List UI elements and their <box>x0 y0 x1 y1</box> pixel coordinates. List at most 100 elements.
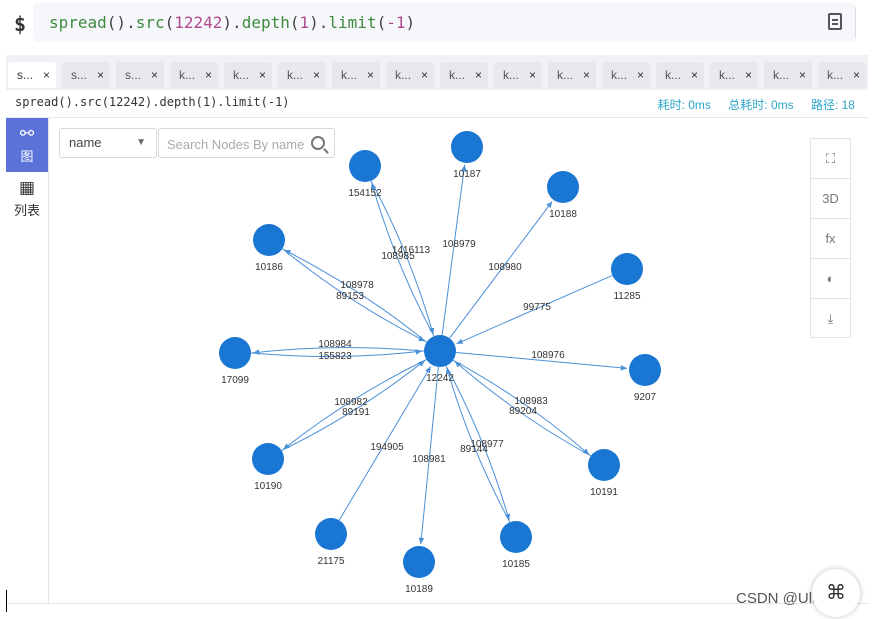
result-tab[interactable]: k... × <box>170 62 218 88</box>
close-icon[interactable]: × <box>204 68 212 82</box>
graph-node[interactable] <box>219 337 251 369</box>
node-search-input[interactable] <box>165 130 309 158</box>
node-label: 154152 <box>348 188 382 199</box>
total-time-stat: 总耗时: 0ms <box>728 98 794 112</box>
graph-edge[interactable] <box>282 248 426 342</box>
graph-edge[interactable] <box>281 360 426 451</box>
close-icon[interactable]: × <box>366 68 374 82</box>
graph-edge[interactable] <box>338 366 432 521</box>
close-icon[interactable]: × <box>150 68 158 82</box>
node-search-box[interactable] <box>158 128 335 158</box>
graph-node[interactable] <box>500 521 532 553</box>
graph-edge[interactable] <box>456 274 613 345</box>
query-token: ( <box>376 13 387 32</box>
node-label: 21175 <box>317 556 345 567</box>
graph-node[interactable] <box>588 449 620 481</box>
graph-node[interactable] <box>547 171 579 203</box>
graph-view-button[interactable]: ⚯ 图 <box>6 118 48 172</box>
graph-node[interactable] <box>403 546 435 578</box>
document-icon[interactable] <box>828 13 842 30</box>
floating-action-button[interactable]: ⌘ <box>812 569 860 617</box>
query-token: depth <box>241 13 290 32</box>
query-token: 1 <box>299 13 310 32</box>
tab-label: k... <box>773 68 790 82</box>
result-tab[interactable]: k...× <box>224 62 272 88</box>
graph-node[interactable] <box>424 335 456 367</box>
result-tab[interactable]: k...× <box>548 62 596 88</box>
close-icon[interactable]: × <box>258 68 266 82</box>
result-tab[interactable]: s...× <box>8 62 56 88</box>
graph-edge[interactable] <box>250 349 423 358</box>
graph-edge[interactable] <box>283 249 427 343</box>
result-tab[interactable]: k...× <box>386 62 434 88</box>
result-tab[interactable]: k...× <box>332 62 380 88</box>
graph-node[interactable] <box>253 224 285 256</box>
tab-label: k... <box>611 68 628 82</box>
graph-edge[interactable] <box>252 346 425 355</box>
3d-toggle-button[interactable]: 3D <box>811 179 850 219</box>
result-tab[interactable]: k...× <box>278 62 326 88</box>
graph-edge[interactable] <box>454 360 592 457</box>
graph-view-label: 图 <box>20 149 34 164</box>
search-field-select[interactable]: name ▼ <box>59 128 157 158</box>
tab-label: s... <box>125 68 142 82</box>
edge-label: 108977 <box>470 439 504 450</box>
close-icon[interactable]: × <box>42 68 50 82</box>
edge-label: 108979 <box>442 239 476 250</box>
graph-node[interactable] <box>451 131 483 163</box>
list-view-button[interactable]: ▦ 列表 <box>6 172 48 226</box>
result-tab[interactable]: k...× <box>656 62 704 88</box>
edge-label: 108980 <box>488 262 522 273</box>
graph-edge[interactable] <box>441 164 467 336</box>
download-button[interactable]: ⤓ <box>811 299 850 338</box>
fullscreen-button[interactable]: ⛶ <box>811 139 850 179</box>
edge-label: 1416113 <box>392 245 431 256</box>
close-icon[interactable]: × <box>852 68 860 82</box>
node-label: 12242 <box>426 373 454 384</box>
close-icon[interactable]: × <box>420 68 428 82</box>
search-icon[interactable] <box>311 136 325 150</box>
close-icon[interactable]: × <box>744 68 752 82</box>
edge-label: 89153 <box>336 291 364 302</box>
query-editor[interactable]: spread().src(12242).depth(1).limit(-1) <box>33 3 856 42</box>
close-icon[interactable]: × <box>582 68 590 82</box>
close-icon[interactable]: × <box>312 68 320 82</box>
graph-edge[interactable] <box>445 367 511 523</box>
node-label: 10190 <box>254 481 282 492</box>
graph-edge[interactable] <box>455 351 628 371</box>
result-tab[interactable]: k...× <box>818 62 866 88</box>
graph-node[interactable] <box>252 443 284 475</box>
graph-toolbar: ⛶ 3D fx ◐ ⤓ <box>810 138 851 338</box>
graph-edge[interactable] <box>449 201 553 339</box>
graph-edge[interactable] <box>370 180 435 335</box>
close-icon[interactable]: × <box>96 68 104 82</box>
graph-node[interactable] <box>315 518 347 550</box>
close-icon[interactable]: × <box>798 68 806 82</box>
graph-edge[interactable] <box>282 359 427 450</box>
close-icon[interactable]: × <box>636 68 644 82</box>
tab-label: k... <box>179 68 196 82</box>
graph-node[interactable] <box>349 150 381 182</box>
graph-edge[interactable] <box>445 365 511 521</box>
graph-node[interactable] <box>629 354 661 386</box>
result-tab[interactable]: s... × <box>116 62 164 88</box>
result-tab[interactable]: k... × <box>764 62 812 88</box>
result-tab[interactable]: s...× <box>62 62 110 88</box>
search-field-value: name <box>69 135 102 150</box>
graph-edge[interactable] <box>452 359 590 456</box>
graph-edge[interactable] <box>418 366 439 545</box>
formula-button[interactable]: fx <box>811 219 850 259</box>
query-text[interactable]: spread().src(12242).depth(1).limit(-1) <box>49 13 415 32</box>
result-tab[interactable]: k...× <box>710 62 758 88</box>
close-icon[interactable]: × <box>690 68 698 82</box>
graph-node[interactable] <box>611 253 643 285</box>
style-button[interactable]: ◐ <box>811 259 850 299</box>
close-icon[interactable]: × <box>528 68 536 82</box>
result-tab[interactable]: k... × <box>602 62 650 88</box>
graph-icon: ⚯ <box>19 124 35 143</box>
result-tab[interactable]: k...× <box>440 62 488 88</box>
graph-edge[interactable] <box>370 182 435 337</box>
close-icon[interactable]: × <box>474 68 482 82</box>
result-tab[interactable]: k...× <box>494 62 542 88</box>
